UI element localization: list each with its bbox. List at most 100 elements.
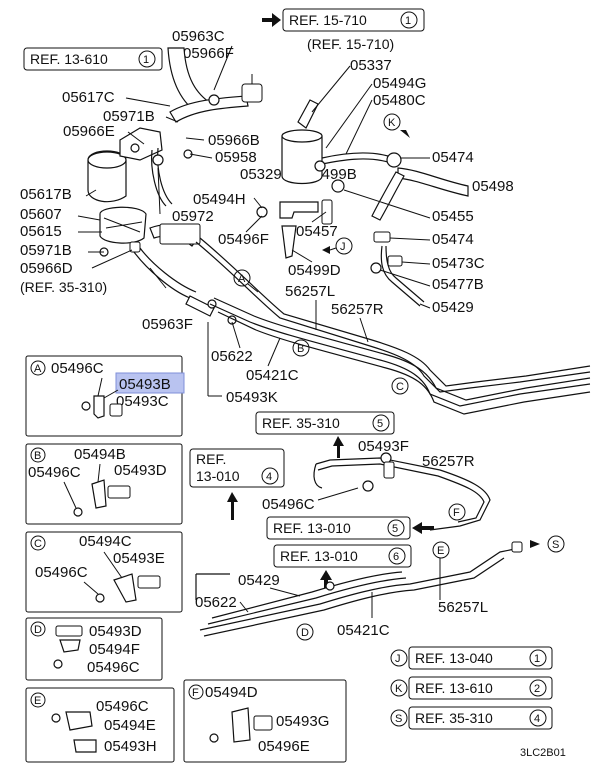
ref-label-line2: 13-010	[196, 468, 240, 484]
part-05963C[interactable]: 05963C	[172, 28, 225, 45]
legend-K[interactable]: K REF. 13-610 2	[390, 676, 553, 700]
callout-F[interactable]: F	[448, 503, 466, 521]
detail-box-E: E 05496C 05494E 05493H	[25, 687, 175, 763]
callout-B[interactable]: B	[292, 339, 310, 357]
part-05473C[interactable]: 05473C	[432, 255, 485, 272]
part-05494C[interactable]: 05494C	[79, 533, 132, 550]
part-05493D[interactable]: 05493D	[114, 462, 167, 479]
part-05617B[interactable]: 05617B	[20, 186, 72, 203]
legend-num: 1	[534, 653, 540, 665]
part-05429-top[interactable]: 05429	[432, 299, 474, 316]
part-05494G[interactable]: 05494G	[373, 75, 426, 92]
part-05494H[interactable]: 05494H	[193, 191, 246, 208]
callout-S[interactable]: S	[530, 535, 565, 553]
part-05496F[interactable]: 05496F	[218, 231, 269, 248]
ref-label: REF. 13-010	[273, 520, 351, 536]
part-05615[interactable]: 05615	[20, 223, 62, 240]
part-05493D[interactable]: 05493D	[89, 623, 142, 640]
part-05474-top[interactable]: 05474	[432, 149, 474, 166]
part-05622-top[interactable]: 05622	[211, 348, 253, 365]
ref-num: 4	[266, 471, 272, 483]
part-05496C[interactable]: 05496C	[28, 464, 81, 481]
part-05421C[interactable]: 05421C	[337, 622, 390, 639]
ref-13-010-box-a[interactable]: REF. 13-010 5	[266, 516, 411, 540]
callout-E[interactable]: E	[432, 541, 450, 559]
legend-S[interactable]: S REF. 35-310 4	[390, 706, 553, 730]
ref-13-610-box[interactable]: REF. 13-610 1	[23, 47, 163, 71]
callout-letter: B	[297, 343, 304, 355]
part-05457[interactable]: 05457	[296, 223, 338, 240]
part-05429[interactable]: 05429	[238, 572, 280, 589]
ref-13-010-box-b[interactable]: REF. 13-010 6	[273, 544, 412, 568]
part-05455[interactable]: 05455	[432, 208, 474, 225]
callout-K[interactable]: K	[383, 113, 410, 138]
part-05474[interactable]: 05474	[432, 231, 474, 248]
part-05494D[interactable]: 05494D	[205, 684, 258, 701]
callout-D[interactable]: D	[296, 623, 314, 641]
callout-letter: F	[453, 507, 460, 519]
part-05972[interactable]: 05972	[172, 208, 214, 225]
part-05329[interactable]: 05329	[240, 166, 282, 183]
ref-num: 5	[377, 418, 383, 430]
ref-35-310-box[interactable]: REF. 35-310 5	[255, 411, 395, 435]
part-56257R[interactable]: 56257R	[422, 453, 475, 470]
arrow-right-icon	[262, 13, 281, 27]
part-05971B[interactable]: 05971B	[20, 242, 72, 259]
arrow-up-icon	[227, 492, 238, 520]
part-05493G[interactable]: 05493G	[276, 713, 329, 730]
arrow-right-icon	[530, 540, 540, 548]
ref-35-310-paren[interactable]: (REF. 35-310)	[20, 279, 107, 295]
part-05493F[interactable]: 05493F	[358, 438, 409, 455]
detail-letter: C	[34, 538, 42, 550]
legend-J[interactable]: J REF. 13-040 1	[390, 646, 553, 670]
part-05622[interactable]: 05622	[195, 594, 237, 611]
ref-13-010-stacked-box[interactable]: REF. 13-010 4	[189, 448, 285, 488]
arrow-left-icon	[412, 522, 434, 534]
part-05496C[interactable]: 05496C	[35, 564, 88, 581]
part-05480C[interactable]: 05480C	[373, 92, 426, 109]
ref-num: 1	[143, 54, 149, 66]
legend-letter: K	[395, 683, 403, 695]
part-05496C[interactable]: 05496C	[87, 659, 140, 676]
part-05607[interactable]: 05607	[20, 206, 62, 223]
legend-ref: REF. 13-040	[415, 650, 493, 666]
part-05496E[interactable]: 05496E	[258, 738, 310, 755]
callout-letter: C	[396, 381, 404, 393]
part-05966D[interactable]: 05966D	[20, 260, 73, 277]
part-05966E[interactable]: 05966E	[63, 123, 115, 140]
arrow-down-right-icon	[400, 130, 410, 138]
detail-letter: A	[34, 363, 42, 375]
part-56257L[interactable]: 56257L	[438, 599, 488, 616]
part-05499D[interactable]: 05499D	[288, 262, 341, 279]
part-05496C[interactable]: 05496C	[96, 698, 149, 715]
part-05493H[interactable]: 05493H	[104, 738, 157, 755]
part-05498[interactable]: 05498	[472, 178, 514, 195]
part-05617C[interactable]: 05617C	[62, 89, 115, 106]
part-05966F[interactable]: 05966F	[183, 45, 234, 62]
callout-A[interactable]: A	[233, 269, 259, 293]
part-05493E[interactable]: 05493E	[113, 550, 165, 567]
part-56257R-top[interactable]: 56257R	[331, 301, 384, 318]
part-05494B[interactable]: 05494B	[74, 446, 126, 463]
part-05971B-top[interactable]: 05971B	[103, 108, 155, 125]
part-05493K[interactable]: 05493K	[226, 389, 278, 406]
part-05337[interactable]: 05337	[350, 57, 392, 74]
part-05966B[interactable]: 05966B	[208, 132, 260, 149]
ref-15-710-box[interactable]: REF. 15-710 1	[262, 8, 425, 32]
part-05494F[interactable]: 05494F	[89, 641, 140, 658]
part-05421C-top[interactable]: 05421C	[246, 367, 299, 384]
part-05493B-highlighted[interactable]: 05493B	[119, 376, 171, 393]
part-05493C[interactable]: 05493C	[116, 393, 169, 410]
part-05477B[interactable]: 05477B	[432, 276, 484, 293]
part-05494E[interactable]: 05494E	[104, 717, 156, 734]
callout-J[interactable]: J	[322, 237, 353, 255]
callout-C[interactable]: C	[391, 377, 409, 395]
detail-letter: F	[192, 687, 199, 699]
detail-box-C: C 05494C 05493E 05496C	[25, 531, 183, 613]
part-05958[interactable]: 05958	[215, 149, 257, 166]
part-05496C[interactable]: 05496C	[51, 360, 104, 377]
part-56257L-top[interactable]: 56257L	[285, 283, 335, 300]
part-05496C-mid[interactable]: 05496C	[262, 496, 315, 513]
part-05963F[interactable]: 05963F	[142, 316, 193, 333]
ref-15-710-paren[interactable]: (REF. 15-710)	[307, 36, 394, 52]
